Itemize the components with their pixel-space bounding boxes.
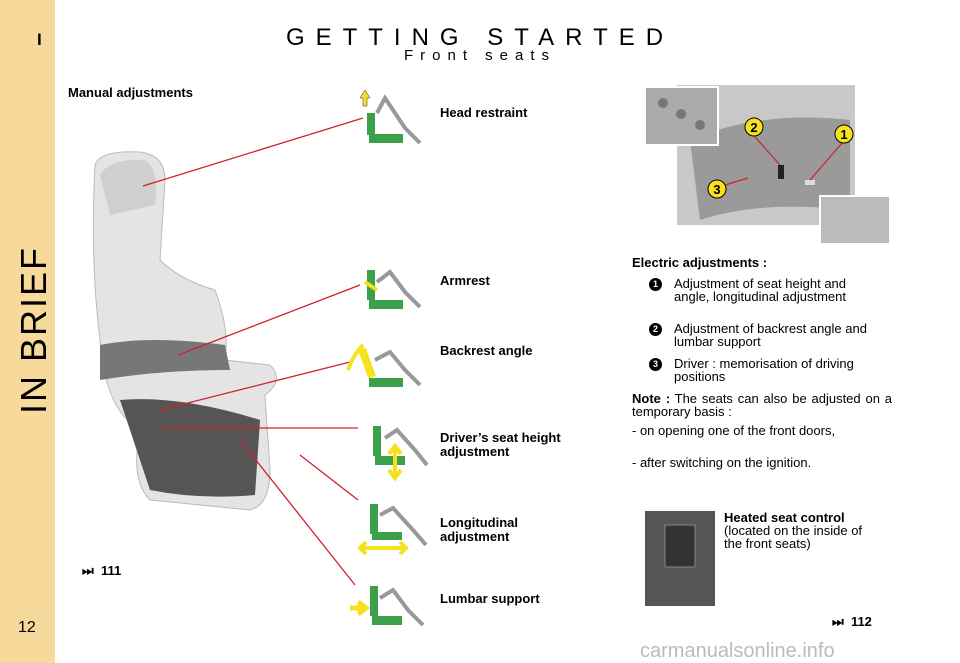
label-head-restraint: Head restraint — [440, 105, 528, 120]
electric-item-3: Driver : memorisation of driving positio… — [674, 356, 854, 384]
label-longitudinal: Longitudinal adjustment — [440, 515, 518, 544]
watermark: carmanualsonline.info — [640, 640, 835, 662]
label-armrest: Armrest — [440, 273, 490, 288]
page-ref-112[interactable]: ⏭ 112 — [832, 614, 872, 629]
sidebar: I IN BRIEF 12 — [0, 0, 55, 663]
heated-title: Heated seat control — [724, 510, 845, 525]
seat-image — [92, 151, 277, 511]
heated-text: (located on the inside of the front seat… — [724, 523, 863, 551]
skip-forward-icon: ⏭ — [832, 614, 844, 629]
label-backrest: Backrest angle — [440, 343, 533, 358]
manual-heading: Manual adjustments — [68, 85, 193, 100]
callout-1: 1 — [840, 127, 847, 142]
page-ref-111[interactable]: ⏭ 111 — [82, 563, 122, 578]
electric-heading: Electric adjustments : — [632, 255, 768, 270]
electric-controls-photo: 2 1 3 — [644, 85, 891, 245]
number-badge-2: 2 — [649, 323, 662, 336]
heated-seat-photo — [645, 511, 715, 606]
electric-item-1: Adjustment of seat height and angle, lon… — [674, 276, 847, 304]
number-badge-1: 1 — [649, 278, 662, 291]
number-badge-3: 3 — [649, 358, 662, 371]
chapter-number: I — [37, 30, 42, 49]
electric-item-2: Adjustment of backrest angle and lumbar … — [674, 321, 867, 349]
callout-2: 2 — [750, 120, 757, 135]
note-bullet-2: - after switching on the ignition. — [632, 455, 812, 470]
label-lumbar: Lumbar support — [440, 591, 540, 606]
note-bullet-1: - on opening one of the front doors, — [632, 423, 836, 438]
label-seat-height: Driver’s seat height adjustment — [440, 430, 561, 459]
page-subtitle: Front seats — [403, 47, 557, 64]
adjustment-icons — [346, 89, 429, 627]
page-number: 12 — [18, 619, 36, 636]
note: Note : The seats can also be adjusted on… — [632, 391, 892, 419]
page-title: GETTING STARTED — [285, 24, 675, 51]
leader-lines — [142, 117, 364, 586]
skip-forward-icon: ⏭ — [82, 563, 94, 578]
callout-3: 3 — [713, 182, 720, 197]
